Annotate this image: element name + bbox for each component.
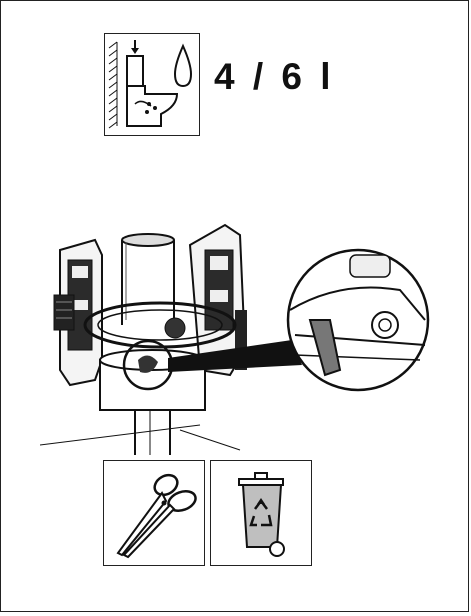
scissors-icon-box [103, 460, 205, 566]
recycle-bin-icon [238, 472, 285, 557]
flush-valve-assembly-illustration [40, 223, 430, 455]
scissors-icon [116, 473, 197, 559]
flush-volume-label: 4 / 6 l [214, 56, 335, 97]
zoom-detail [286, 248, 430, 392]
left-bracket [53, 238, 103, 387]
toilet-water-drop-icon [108, 40, 193, 129]
flush-volume-icon-box [104, 33, 200, 136]
float-ring [83, 301, 237, 349]
callout-wedge [168, 340, 302, 372]
recycle-bin-icon-box [210, 460, 312, 566]
